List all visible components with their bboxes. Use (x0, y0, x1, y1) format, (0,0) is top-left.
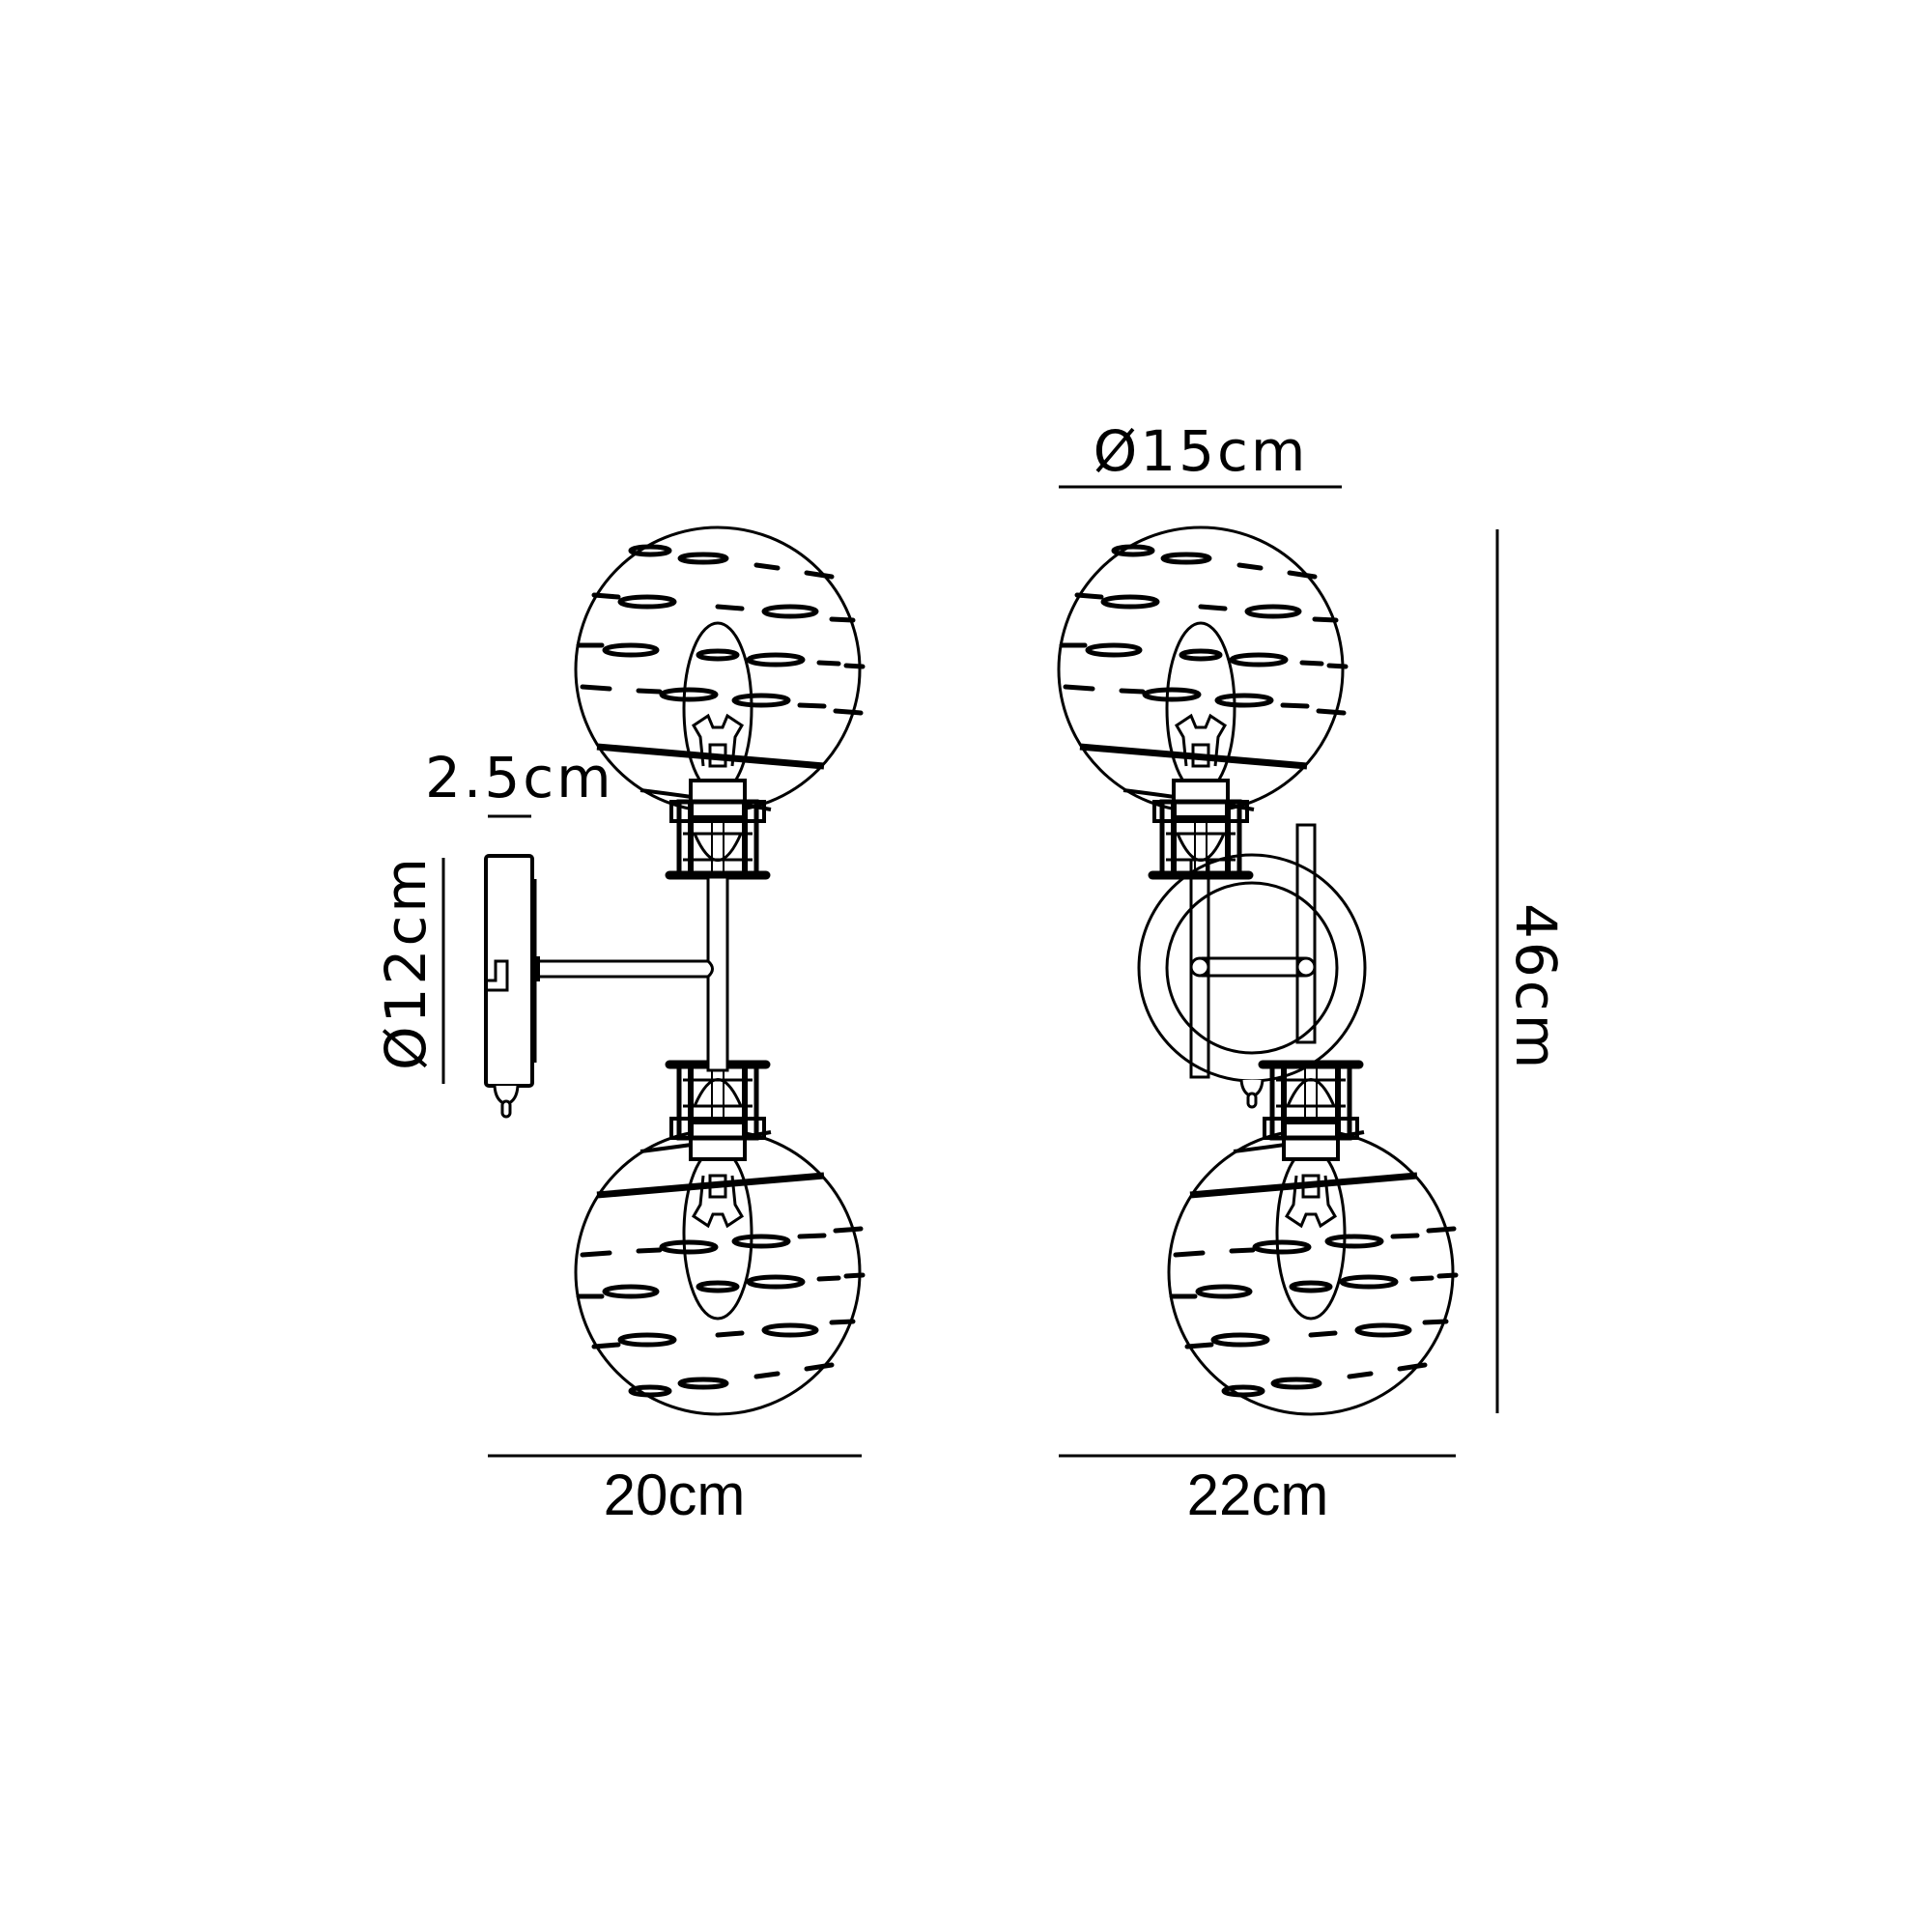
backplate-outer-ring (1137, 853, 1367, 1083)
backplate (484, 854, 540, 1119)
crossbar (1201, 956, 1306, 978)
side-width-label: 20cm (604, 1463, 746, 1527)
globe-top (1059, 527, 1346, 811)
globe-bottom (576, 1130, 863, 1414)
projection-label: 2.5cm (425, 745, 614, 810)
right-rail (1295, 823, 1317, 1044)
backplate-diameter-label: Ø12cm (373, 855, 439, 1070)
front-view: Ø15cm 46cm 22cm (1059, 418, 1569, 1527)
height-label: 46cm (1503, 903, 1569, 1071)
globe-top (576, 527, 863, 811)
globe-diameter-label: Ø15cm (1094, 418, 1309, 484)
arm (536, 959, 714, 979)
front-width-label: 22cm (1187, 1463, 1329, 1527)
backplate-inner-ring (1165, 881, 1339, 1055)
globe-bottom (1169, 1130, 1456, 1414)
side-view: 2.5cm Ø12cm 20cm (373, 527, 863, 1527)
